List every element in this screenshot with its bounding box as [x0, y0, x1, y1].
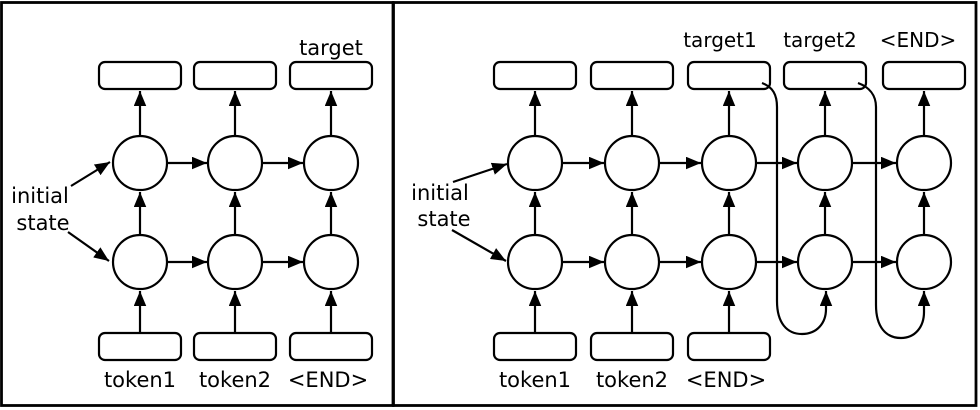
state-node: [895, 134, 953, 192]
state-node: [111, 233, 169, 291]
state-node: [796, 233, 854, 291]
initial-state-arrow: [451, 229, 507, 262]
right-panel-border: [392, 1, 978, 407]
state-node: [796, 134, 854, 192]
token-label: token2: [199, 368, 271, 392]
target-label: target2: [783, 28, 857, 52]
output-box: [782, 60, 868, 91]
input-box: [686, 331, 772, 362]
state-node: [506, 233, 564, 291]
initial-state-arrow: [452, 162, 508, 184]
state-node: [206, 233, 264, 291]
state-node: [895, 233, 953, 291]
feedback-curve: [857, 81, 931, 340]
input-box: [288, 331, 374, 362]
output-box: [288, 60, 374, 91]
initial-state-arrow: [70, 161, 111, 187]
input-box: [192, 331, 278, 362]
input-box: [492, 331, 578, 362]
output-box: [686, 60, 772, 91]
target-label: target1: [683, 28, 757, 52]
state-node: [302, 134, 360, 192]
state-node: [700, 134, 758, 192]
state-node: [111, 134, 169, 192]
output-box: [492, 60, 578, 91]
end-token-label: <END>: [288, 368, 368, 392]
state-node: [603, 233, 661, 291]
state-node: [302, 233, 360, 291]
token-label: token2: [596, 368, 668, 392]
end-token-label: <END>: [686, 368, 766, 392]
target-label: target: [299, 36, 363, 60]
left-panel: target token1 token2 <END> initial state: [0, 1, 395, 407]
output-box: [97, 60, 183, 91]
state-node: [700, 233, 758, 291]
state-node: [506, 134, 564, 192]
initial-state-label: state: [417, 207, 470, 231]
output-box: [192, 60, 278, 91]
feedback-curve: [761, 81, 833, 336]
right-panel: target1 target2 <END> token1 token2 <END…: [392, 1, 978, 407]
initial-state-arrow: [67, 231, 110, 262]
input-box: [589, 331, 675, 362]
token-label: token1: [104, 368, 176, 392]
output-box: [881, 60, 967, 91]
input-box: [97, 331, 183, 362]
initial-state-label: state: [16, 211, 69, 235]
initial-state-label: initial: [11, 184, 69, 208]
state-node: [603, 134, 661, 192]
initial-state-label: initial: [411, 181, 469, 205]
output-box: [589, 60, 675, 91]
token-label: token1: [499, 368, 571, 392]
state-node: [206, 134, 264, 192]
end-token-label: <END>: [880, 28, 957, 52]
